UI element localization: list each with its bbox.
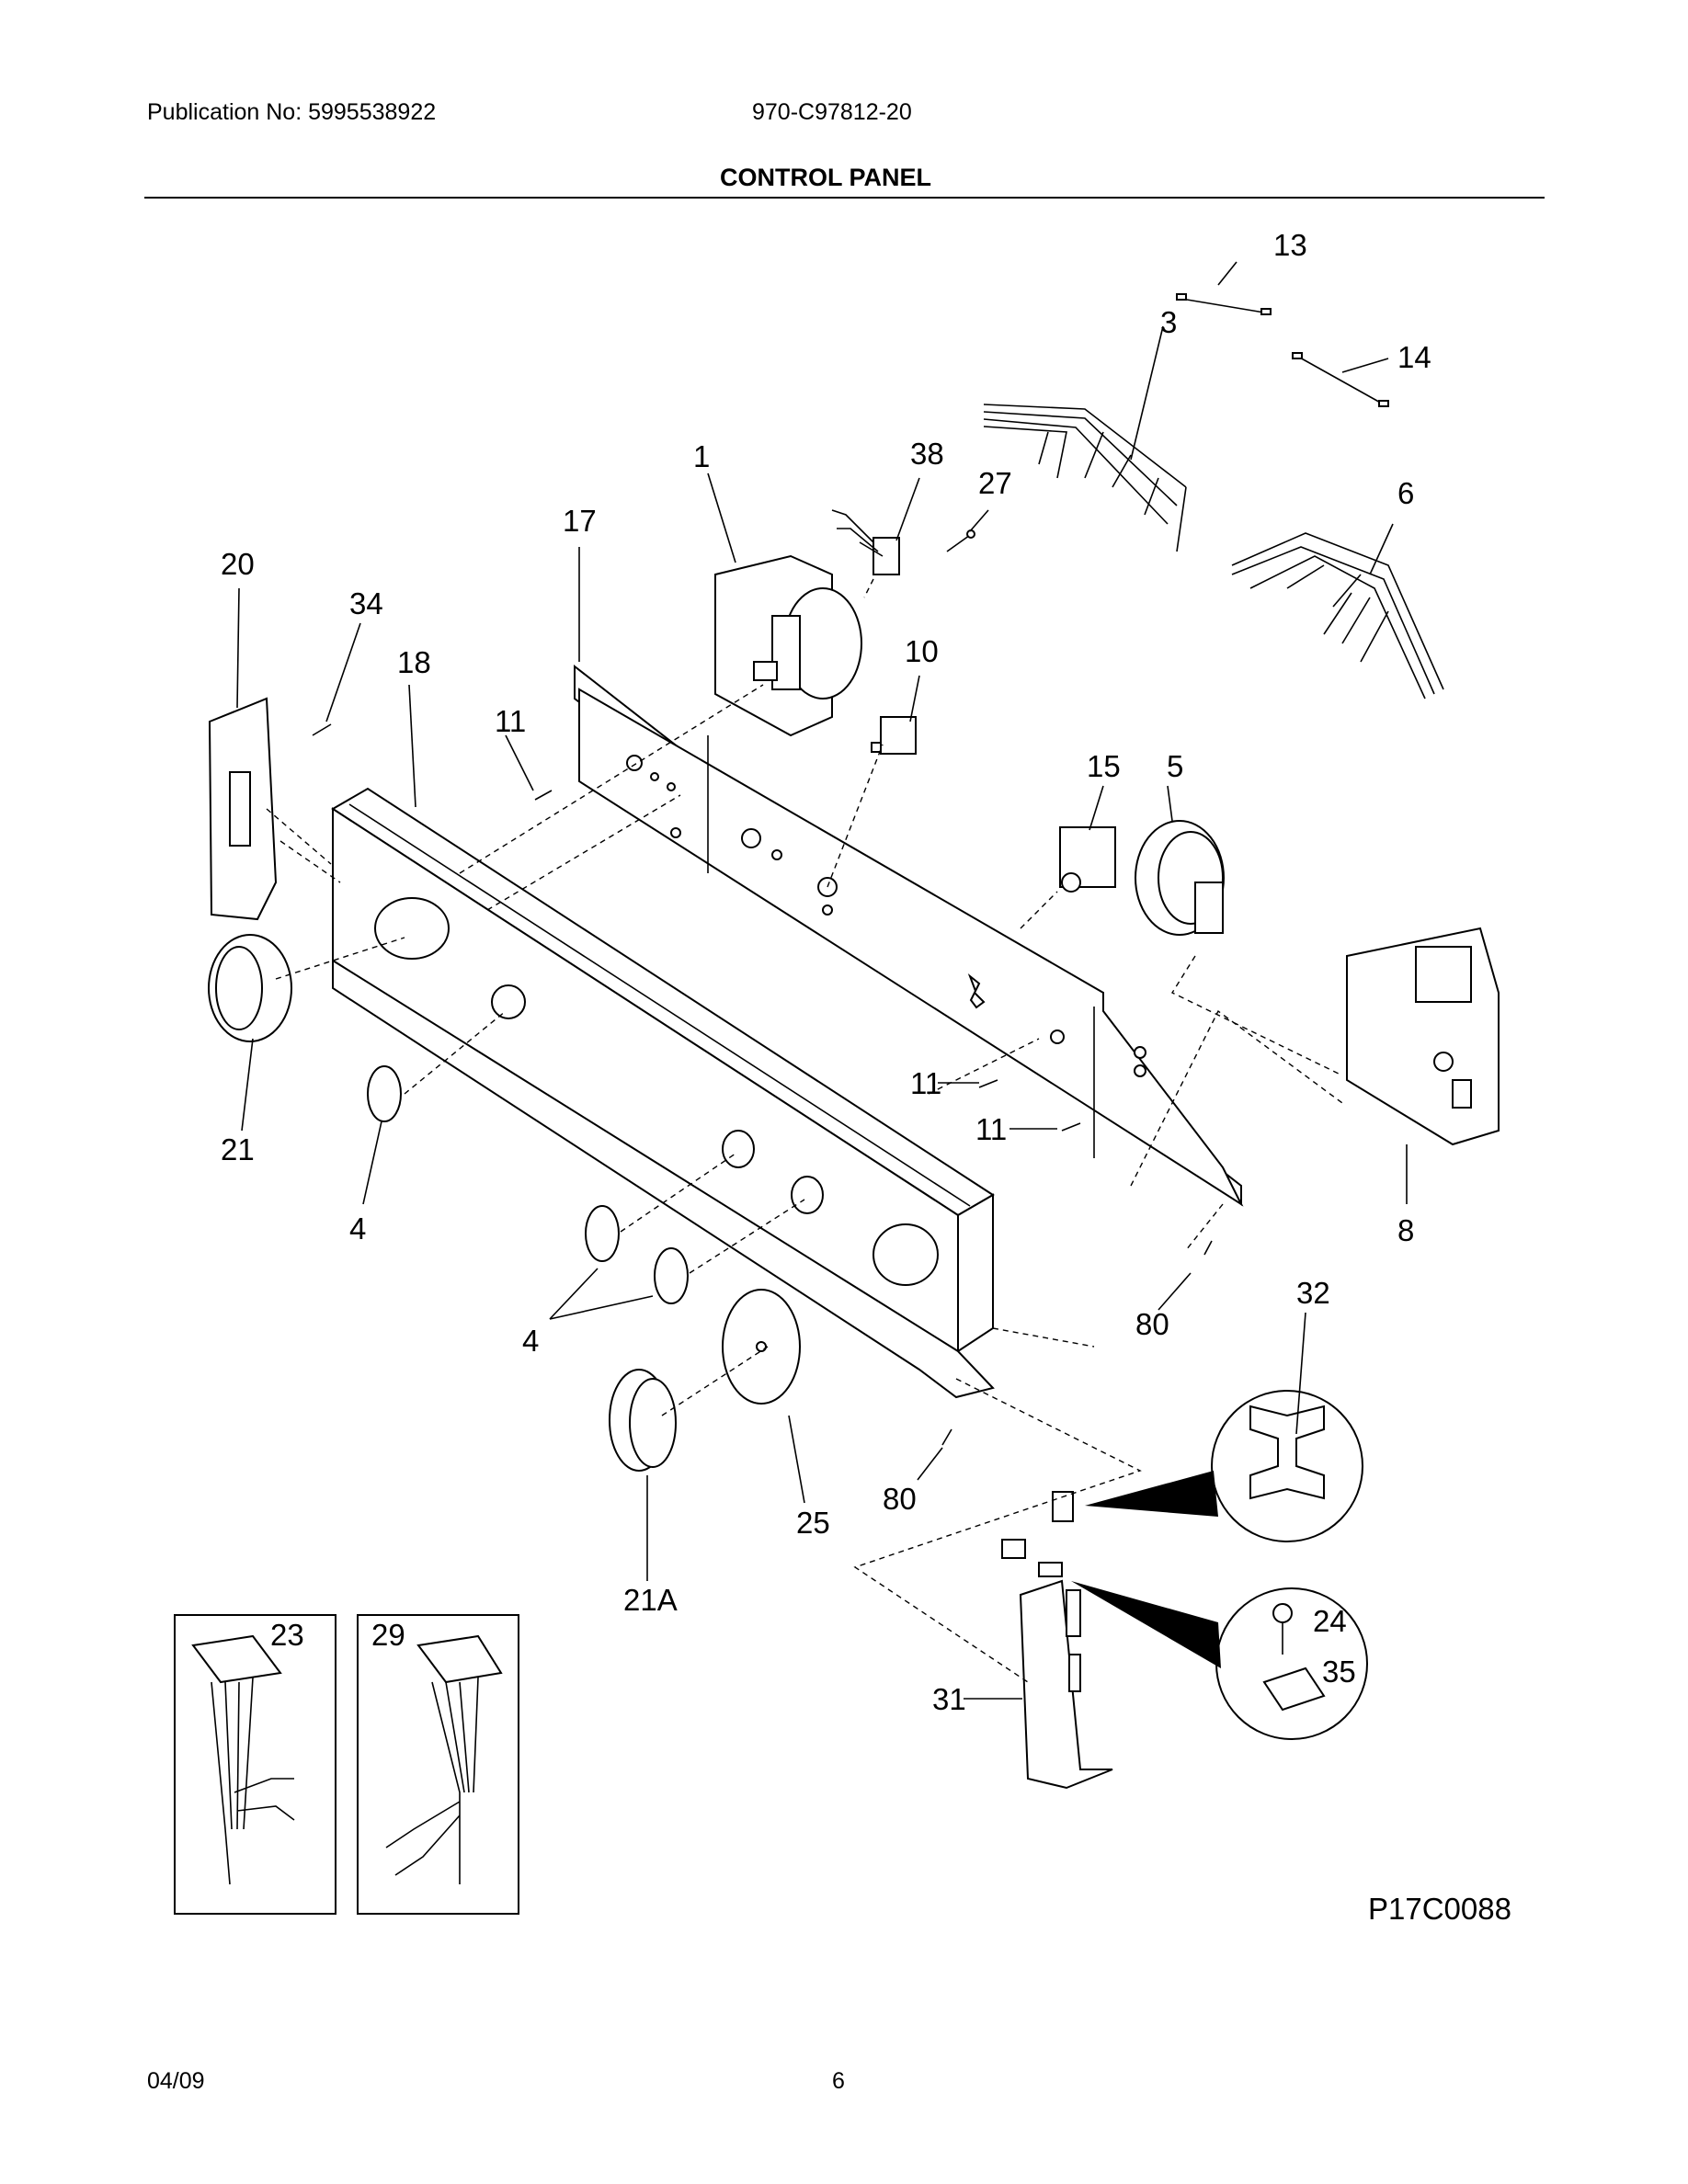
callout-17: 17 [563,504,597,538]
callout-29: 29 [371,1618,405,1652]
callout-labels: 1 3 4 4 5 6 8 10 11 11 11 13 14 15 17 18… [221,228,1511,1926]
callout-27: 27 [978,466,1012,500]
callout-11: 11 [495,704,526,738]
callout-32: 32 [1296,1276,1330,1310]
callout-18: 18 [397,645,431,679]
harness-inset-29 [357,1614,519,1915]
callout-80: 80 [1135,1307,1169,1341]
callout-24: 24 [1313,1604,1347,1638]
assembly-lines [266,578,1343,1683]
timer [714,554,862,737]
screw-27 [946,529,975,552]
header-rule [144,197,1545,199]
callout-38: 38 [910,437,944,471]
detail-clip-24-35 [1071,1581,1368,1740]
callout-14: 14 [1397,340,1431,374]
callout-3: 3 [1160,305,1177,339]
callout-13: 13 [1273,228,1307,262]
knob-21a [609,1369,677,1472]
callout-20: 20 [221,547,255,581]
panel-hole [791,1176,824,1214]
callout-11: 11 [910,1066,941,1100]
callout-35: 35 [1322,1655,1356,1689]
wire-harness-3 [983,404,1187,552]
callout-23: 23 [270,1618,304,1652]
model-number: 970-C97812-20 [752,99,912,125]
callout-25: 25 [796,1506,830,1540]
publication-number: Publication No: 5995538922 [147,99,437,125]
dial-25 [722,1289,801,1405]
wire-14 [1292,352,1389,407]
panel-hole [491,984,526,1019]
callout-80: 80 [883,1482,917,1516]
figure-code: P17C0088 [1368,1892,1511,1926]
footer-date: 04/09 [147,2068,205,2094]
pressure-switch-5 [1135,820,1225,936]
screw-34 [312,723,332,736]
callout-15: 15 [1087,749,1121,783]
knob-21 [208,934,292,1042]
page-title: CONTROL PANEL [720,164,932,191]
screws-11 [534,790,1081,1132]
wire-harness-6 [1231,532,1444,700]
screws-80 [941,1240,1213,1446]
knob-4 [367,1065,689,1304]
callout-4: 4 [522,1324,539,1358]
callout-4: 4 [349,1211,366,1246]
callout-34: 34 [349,586,383,620]
selector-switch-15 [1059,826,1116,893]
callout-10: 10 [905,634,939,668]
callout-21a: 21A [623,1583,678,1617]
detail-clip-32 [1085,1390,1363,1542]
panel-hole [374,897,450,960]
switch-10 [871,716,917,755]
callout-31: 31 [932,1682,966,1716]
callout-5: 5 [1167,749,1183,783]
rear-panel [574,664,1244,1207]
bracket-31 [1001,1491,1113,1790]
wire-connector-38 [831,509,900,575]
callout-21: 21 [221,1132,255,1166]
callout-8: 8 [1397,1213,1414,1247]
page-number: 6 [832,2068,845,2094]
end-cap-20 [208,697,278,921]
panel-hole [722,1130,755,1168]
leader-lines [236,261,1408,1700]
panel-hole [873,1223,939,1286]
control-panel-body [331,787,995,1399]
callout-11: 11 [975,1112,1007,1146]
callout-6: 6 [1397,476,1414,510]
electronic-control-8 [1346,927,1500,1146]
wire-13 [1176,293,1272,315]
harness-inset-23 [174,1614,336,1915]
callout-1: 1 [693,439,710,473]
